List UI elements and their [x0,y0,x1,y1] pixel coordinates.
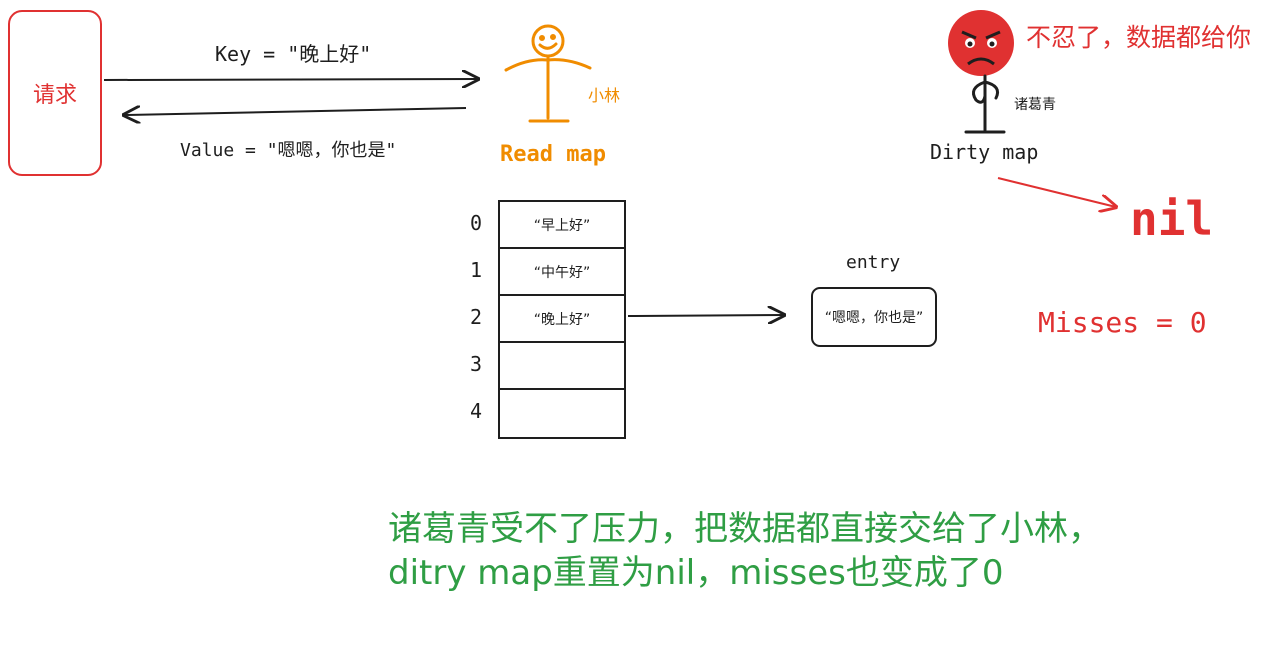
nil-label: nil [1130,192,1214,246]
table-row: “中午好” [500,249,624,296]
table-row [500,343,624,390]
row-index-0: 0 [469,211,483,235]
map-to-entry-arrow [627,315,784,316]
row-value: “中午好” [533,264,591,281]
response-arrow [124,108,467,115]
table-row [500,390,624,437]
row-value: “早上好” [533,217,591,234]
value-label: Value = "嗯嗯，你也是" [180,140,397,161]
table-row: “早上好” [500,202,624,249]
entry-box: “嗯嗯，你也是” [811,287,937,347]
row-index-4: 4 [469,399,483,423]
xiaolin-figure-icon [504,24,592,123]
request-arrow [103,79,478,80]
dirty-map-label: Dirty map [930,140,1039,164]
zhuge-name: 诸葛青 [1014,97,1056,113]
zhuge-figure-icon [964,74,1006,134]
read-map-label: Read map [500,142,606,167]
request-label: 请求 [32,83,77,108]
read-map-table: “早上好” “中午好” “晚上好” [498,200,626,439]
misses-label: Misses = 0 [1038,306,1207,339]
entry-value: “嗯嗯，你也是” [824,310,924,326]
entry-label: entry [846,252,901,273]
row-index-1: 1 [469,258,483,282]
angry-face-icon [948,10,1014,76]
row-value: “晚上好” [533,311,591,328]
xiaolin-name: 小林 [588,86,621,105]
zhuge-speech: 不忍了，数据都给你 [1026,23,1252,52]
caption-text: 诸葛青受不了压力，把数据都直接交给了小林，ditry map重置为nil，mis… [388,509,1102,593]
dirty-to-nil-arrow [997,177,1116,207]
key-label: Key = "晚上好" [215,42,372,66]
request-box: 请求 [8,10,102,176]
row-index-2: 2 [469,305,483,329]
row-index-3: 3 [469,352,483,376]
table-row: “晚上好” [500,296,624,343]
